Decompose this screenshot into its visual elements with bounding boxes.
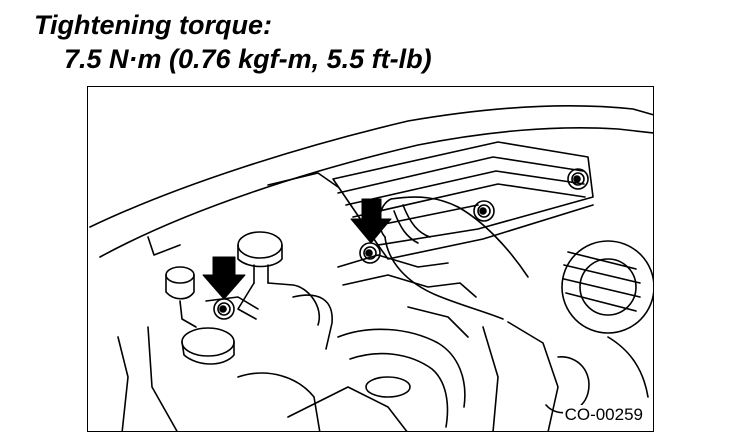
- intake-hose: [378, 196, 529, 320]
- torque-spec: 7.5 N·m (0.76 kgf-m, 5.5 ft-lb): [64, 44, 432, 74]
- cowl-panel: [89, 105, 653, 258]
- diagram-frame: CO-00259: [87, 86, 654, 432]
- figure-code: CO-00259: [562, 405, 645, 425]
- arrow-down-icon: [350, 198, 392, 244]
- bolt-icon: [213, 298, 235, 320]
- bolt-icon: [473, 200, 495, 222]
- left-components: [117, 231, 477, 431]
- lower-mid: [287, 306, 469, 431]
- head-cover: [332, 141, 594, 260]
- bolt-icon: [567, 168, 589, 190]
- engine-line-drawing: [89, 105, 653, 431]
- arrow-down-icon: [202, 256, 246, 300]
- bolt-icon: [359, 242, 381, 264]
- right-components: [482, 240, 653, 431]
- tightening-torque-heading: Tightening torque:: [34, 10, 272, 40]
